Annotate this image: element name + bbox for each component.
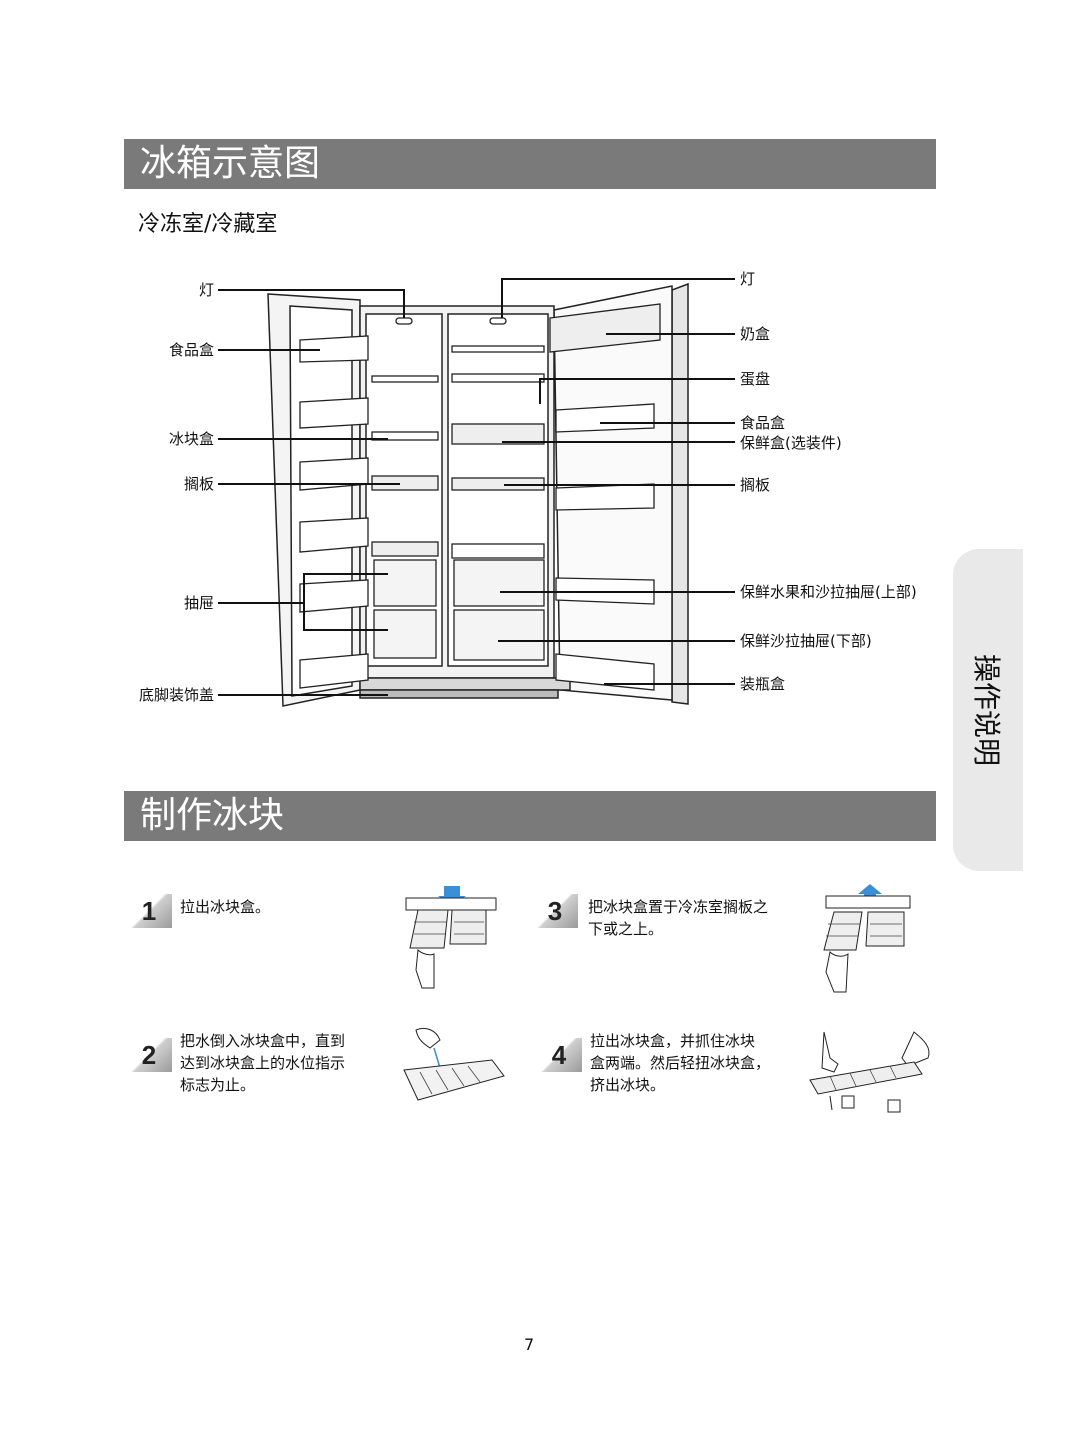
return-ice-tray-illustration [823, 884, 911, 993]
side-tab-label: 操作说明 [970, 653, 1003, 766]
side-tab: 操作说明 [953, 549, 1023, 871]
section-title-make-ice: 制作冰块 [124, 791, 936, 841]
step-2-text: 把水倒入冰块盒中，直到 达到冰块盒上的水位指示 标志为止。 [180, 1032, 346, 1094]
twist-ice-tray-illustration [809, 1031, 930, 1113]
step-4-text: 拉出冰块盒，并抓住冰块 盒两端。然后轻扭冰块盒， 挤出冰块。 [590, 1032, 771, 1094]
label-dairy-box: 奶盒 [740, 325, 771, 343]
label-bottle-box: 装瓶盒 [740, 675, 786, 693]
label-light-right: 灯 [740, 270, 756, 288]
step-3-text: 把冰块盒置于冷冻室搁板之 下或之上。 [588, 898, 769, 938]
label-crisper-lower: 保鲜沙拉抽屉(下部) [740, 632, 872, 650]
pull-ice-tray-illustration [405, 886, 497, 989]
label-drawer: 抽屉 [183, 594, 214, 612]
label-crisper-upper: 保鲜水果和沙拉抽屉(上部) [740, 583, 917, 601]
label-light-left: 灯 [198, 281, 214, 299]
step-number-3: 3 [532, 894, 578, 928]
page-number: 7 [524, 1335, 535, 1354]
label-food-box-left: 食品盒 [168, 341, 214, 359]
step-number-1: 1 [126, 894, 172, 928]
step-number-4: 4 [536, 1038, 582, 1072]
label-egg-tray: 蛋盘 [740, 370, 771, 388]
label-ice-tray: 冰块盒 [168, 430, 214, 448]
step-number-2: 2 [126, 1038, 172, 1072]
section-title-fridge-diagram: 冰箱示意图 [124, 139, 936, 189]
label-shelf-left: 搁板 [183, 475, 214, 493]
label-base-cover: 底脚装饰盖 [138, 686, 214, 704]
fridge-diagram [218, 278, 735, 707]
label-shelf-right: 搁板 [740, 476, 771, 494]
fill-water-illustration [403, 1027, 505, 1101]
section-subtitle: 冷冻室/冷藏室 [138, 212, 278, 237]
label-food-box-right: 食品盒 [740, 414, 786, 432]
step-1-text: 拉出冰块盒。 [180, 898, 271, 916]
label-crisper-optional: 保鲜盒(选装件) [740, 434, 842, 452]
